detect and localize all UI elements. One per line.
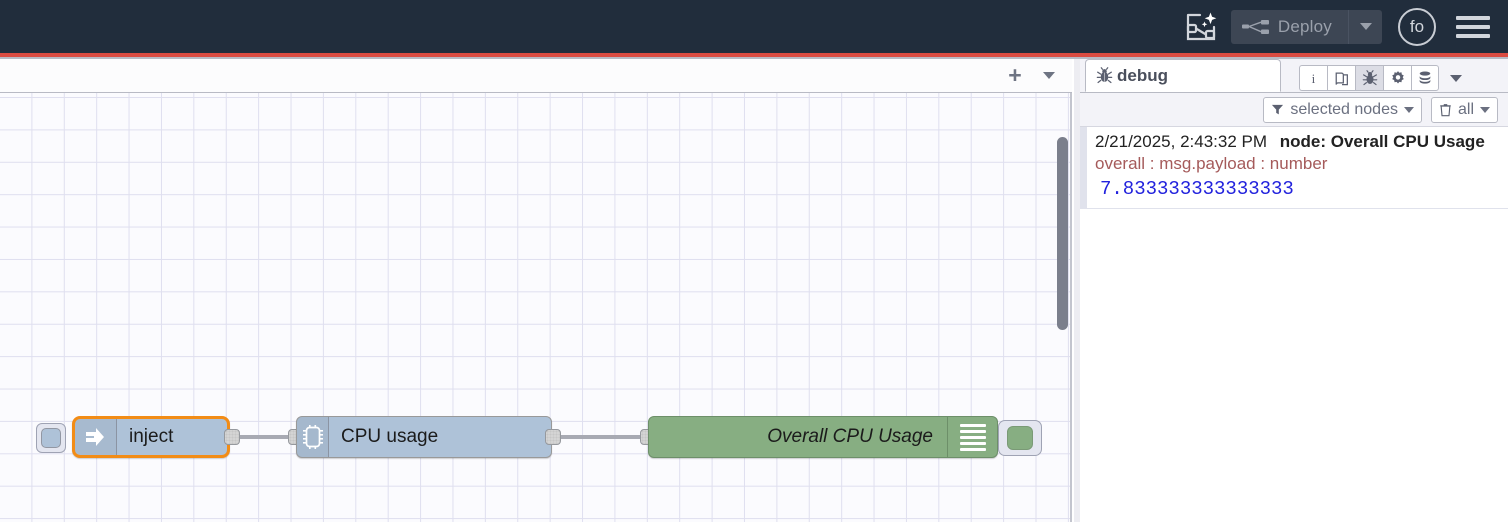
chevron-down-icon[interactable] (1348, 9, 1382, 44)
clear-filter[interactable]: all (1430, 96, 1498, 123)
chevron-down-icon (1450, 74, 1462, 82)
node-label: Overall CPU Usage (767, 426, 933, 447)
deploy-label: Deploy (1277, 16, 1332, 36)
microchip-icon (297, 417, 329, 457)
gear-icon[interactable] (1383, 65, 1411, 91)
debug-message-header: 2/21/2025, 2:43:32 PM node: Overall CPU … (1095, 132, 1504, 152)
deploy-flow-icon (1241, 18, 1271, 36)
debug-lines-icon (947, 417, 997, 457)
info-icon[interactable]: i (1299, 65, 1327, 91)
deploy-button[interactable]: Deploy (1230, 9, 1382, 44)
flow-canvas[interactable]: inject CPU usage (0, 93, 1072, 522)
flow-menu-button[interactable] (1032, 61, 1066, 91)
flow-node-cpu-usage[interactable]: CPU usage (296, 416, 552, 458)
sidebar-tab-bar: debug i (1080, 59, 1508, 93)
wire-cpu-to-debug (552, 435, 656, 439)
debug-node-toggle-glyph (1007, 426, 1033, 450)
add-flow-button[interactable]: + (998, 61, 1032, 91)
node-label: CPU usage (341, 426, 439, 447)
hamburger-menu-icon[interactable] (1456, 12, 1490, 42)
debug-filter-bar: selected nodes all (1080, 93, 1508, 127)
context-data-icon[interactable] (1411, 65, 1439, 91)
clear-filter-label: all (1457, 100, 1474, 118)
bug-icon[interactable] (1355, 65, 1383, 91)
flow-workspace: + inject (0, 59, 1072, 522)
node-filter-label: selected nodes (1290, 100, 1398, 118)
chevron-down-icon (1043, 72, 1055, 79)
debug-message-timestamp: 2/21/2025, 2:43:32 PM (1095, 132, 1268, 151)
node-port-output-inject[interactable] (224, 429, 240, 445)
avatar-initials: fo (1409, 16, 1425, 36)
funnel-icon (1271, 103, 1284, 116)
node-port-output-cpu[interactable] (545, 429, 561, 445)
tab-debug[interactable]: debug (1085, 59, 1281, 92)
inject-arrow-icon (75, 419, 117, 455)
flow-tab-bar: + (0, 59, 1072, 93)
debug-message-topic: overall : msg.payload : number (1095, 154, 1328, 173)
flow-node-inject[interactable]: inject (72, 416, 230, 458)
flow-node-overall-cpu-usage[interactable]: Overall CPU Usage (648, 416, 998, 458)
debug-message-list[interactable]: 2/21/2025, 2:43:32 PM node: Overall CPU … (1080, 127, 1508, 522)
avatar[interactable]: fo (1398, 7, 1436, 46)
sidebar-resize-handle[interactable] (1074, 59, 1080, 522)
canvas-right-border (1070, 93, 1072, 522)
app-header: Deploy fo (0, 0, 1508, 53)
canvas-vertical-scrollbar[interactable] (1057, 137, 1068, 330)
sidebar-tabs-menu-button[interactable] (1443, 65, 1469, 91)
header-bottom-rule (0, 57, 1508, 59)
chevron-down-icon (1480, 106, 1490, 113)
inject-trigger-button[interactable] (36, 423, 66, 453)
inject-trigger-glyph (41, 428, 61, 448)
trash-icon (1439, 103, 1452, 117)
header-accent-rule (0, 53, 1508, 57)
debug-message-value: 7.833333333333333 (1100, 178, 1294, 200)
debug-message[interactable]: 2/21/2025, 2:43:32 PM node: Overall CPU … (1080, 127, 1508, 209)
help-book-icon[interactable] (1327, 65, 1355, 91)
sidebar-tool-group: i (1299, 65, 1469, 91)
sidebar: debug i (1080, 59, 1508, 522)
debug-message-source-node[interactable]: node: Overall CPU Usage (1279, 132, 1485, 151)
chevron-down-icon (1403, 106, 1414, 113)
tab-label: debug (1117, 65, 1168, 85)
flow-assistant-sparkle-icon[interactable] (1183, 9, 1219, 45)
bug-icon (1096, 67, 1113, 84)
node-label: inject (129, 426, 174, 447)
svg-text:i: i (1312, 71, 1316, 86)
plus-icon: + (1008, 62, 1022, 88)
node-filter[interactable]: selected nodes (1263, 96, 1422, 123)
wire-inject-to-cpu (232, 435, 302, 439)
debug-node-toggle-button[interactable] (998, 420, 1042, 456)
